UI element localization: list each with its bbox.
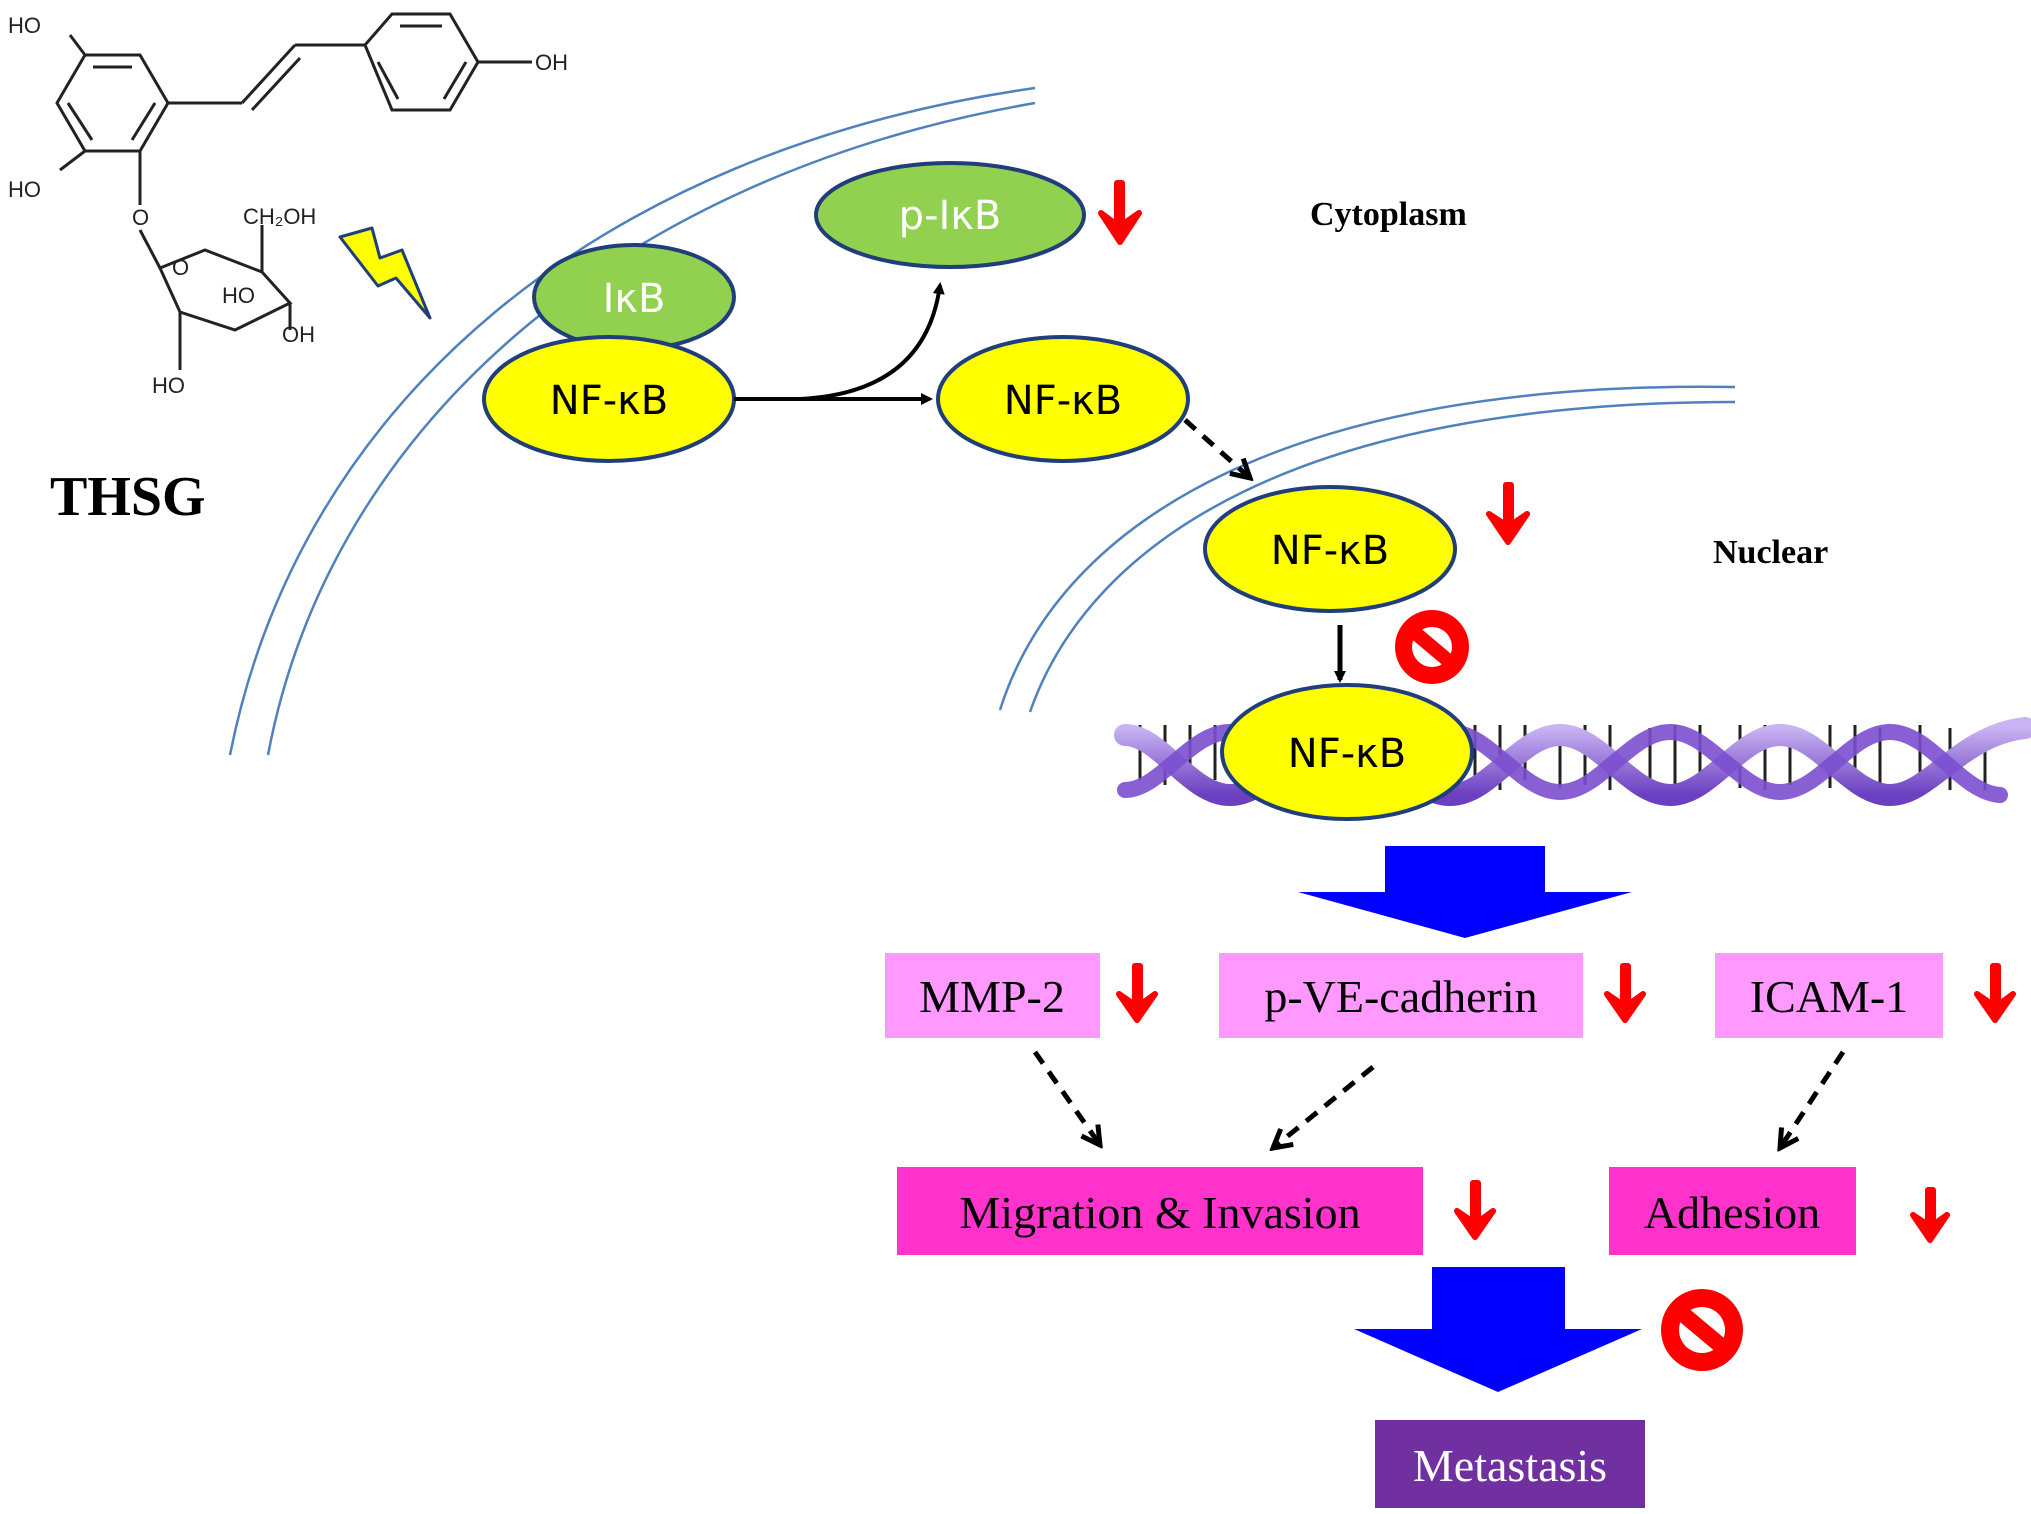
p-ikb-label: p-IκB (899, 193, 1002, 239)
process-label: Migration & Invasion (959, 1187, 1360, 1238)
atom-label: CH₂OH (243, 204, 316, 229)
block-arrow-icon (1298, 846, 1632, 938)
cytoplasm-label: Cytoplasm (1310, 196, 1467, 233)
ikb-label: IκB (603, 276, 666, 322)
dashed-arrow (1273, 1065, 1375, 1148)
nfkb-dna-node (1220, 683, 1474, 821)
inhibition-icon (1661, 1289, 1743, 1371)
process-label: Adhesion (1644, 1187, 1820, 1238)
down-arrow-icon (1454, 1180, 1496, 1240)
lightning-icon (338, 226, 432, 320)
block-arrow-icon (1354, 1267, 1642, 1392)
nuclear-label: Nuclear (1713, 534, 1828, 571)
target-label: p-VE-cadherin (1264, 971, 1537, 1022)
thsg-atom-labels: HO OH HO O CH₂OH O HO OH HO (8, 13, 568, 398)
thsg-structure (55, 12, 532, 370)
cell-membrane (228, 86, 1036, 756)
target-box-mmp2 (885, 953, 1100, 1038)
outcome-box-metastasis (1375, 1420, 1645, 1508)
atom-label: OH (535, 50, 568, 75)
target-label: MMP-2 (919, 971, 1065, 1022)
process-box-adhesion (1609, 1167, 1856, 1255)
atom-label: O (172, 255, 189, 280)
target-box-p-ve-cadherin (1219, 953, 1583, 1038)
nfkb-free-node (936, 335, 1190, 463)
nfkb-nuclear-label: NF-κB (1271, 528, 1389, 574)
atom-label: HO (8, 13, 41, 38)
nfkb-complex-label: NF-κB (550, 378, 668, 424)
dashed-arrow (1780, 1050, 1846, 1148)
down-arrow-icon (1604, 963, 1646, 1023)
target-box-icam1 (1715, 953, 1943, 1038)
atom-label: HO (8, 177, 41, 202)
process-box-migration-invasion (897, 1167, 1423, 1255)
inhibition-icon (1395, 610, 1469, 684)
nfkb-dna-label: NF-κB (1288, 731, 1406, 777)
down-arrow-icon (1974, 963, 2016, 1023)
down-arrow-icon (1910, 1187, 1950, 1243)
down-arrow-icon (1486, 482, 1530, 545)
dashed-arrow (1032, 1050, 1100, 1145)
down-arrow-icon (1116, 963, 1158, 1023)
p-ikb-node (814, 161, 1086, 269)
atom-label: OH (282, 322, 315, 347)
translocation-arrow (1183, 418, 1250, 478)
atom-label: O (132, 205, 149, 230)
atom-label: HO (222, 283, 255, 308)
nuclear-envelope (998, 385, 1736, 713)
nfkb-nuclear-node (1203, 485, 1457, 613)
atom-label: HO (152, 373, 185, 398)
down-arrow-icon (1098, 180, 1142, 245)
compound-name: THSG (50, 466, 206, 528)
outcome-label: Metastasis (1413, 1440, 1607, 1491)
nfkb-free-label: NF-κB (1004, 378, 1122, 424)
target-label: ICAM-1 (1750, 971, 1908, 1022)
phosphorylation-arrow (799, 282, 945, 401)
